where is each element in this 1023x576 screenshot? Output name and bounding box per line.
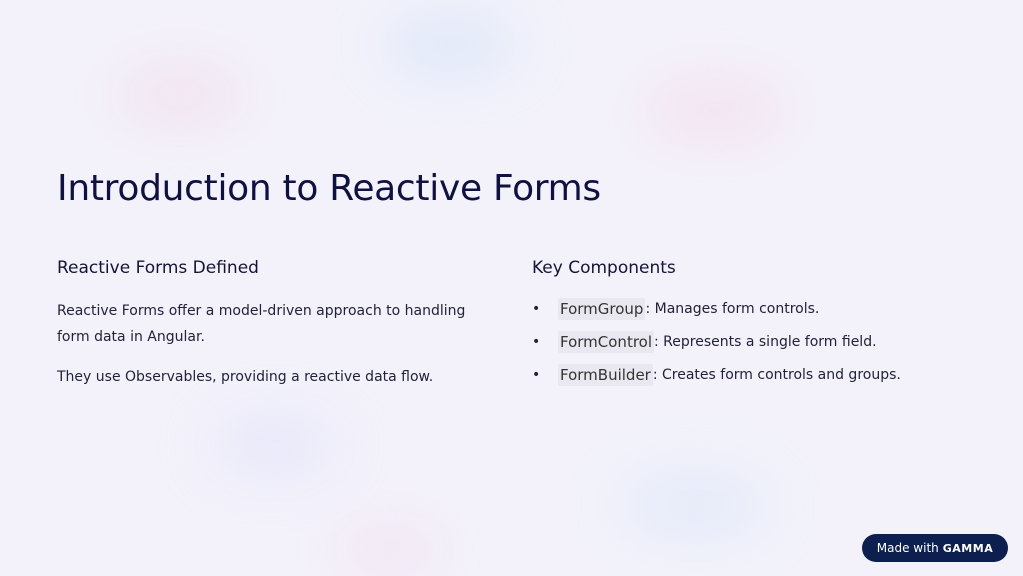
bullet-icon: • [532,367,541,383]
section-heading: Key Components [532,258,676,278]
list-item: • FormGroup: Manages form controls. [532,298,972,320]
made-with-gamma-badge[interactable]: Made with GAMMA [862,534,1008,562]
code-term: FormBuilder [558,364,653,386]
item-description: : Creates form controls and groups. [652,367,901,383]
key-components-section: Key Components • FormGroup: Manages form … [532,258,972,397]
background-blob [330,530,450,570]
section-heading: Reactive Forms Defined [57,258,259,278]
background-blob [640,85,790,135]
gamma-logo: GAMMA [942,541,994,555]
item-description: : Represents a single form field. [654,334,877,350]
reactive-forms-defined-section: Reactive Forms Defined Reactive Forms of… [57,258,477,404]
code-term: FormGroup [558,298,646,320]
page-title: Introduction to Reactive Forms [57,168,601,209]
background-blob [210,420,340,470]
list-item: • FormBuilder: Creates form controls and … [532,364,972,386]
item-description: : Manages form controls. [645,301,820,317]
paragraph: They use Observables, providing a reacti… [57,369,434,385]
code-term: FormControl [558,331,655,353]
components-list: • FormGroup: Manages form controls. • Form… [532,298,972,386]
list-item: • FormControl: Represents a single form f… [532,331,972,353]
background-blob [620,480,770,530]
bullet-icon: • [532,334,541,350]
background-blob [110,70,250,120]
background-blob [380,20,520,70]
paragraph: Reactive Forms offer a model-driven appr… [57,303,466,345]
badge-prefix: Made with [876,541,939,555]
bullet-icon: • [532,301,541,317]
